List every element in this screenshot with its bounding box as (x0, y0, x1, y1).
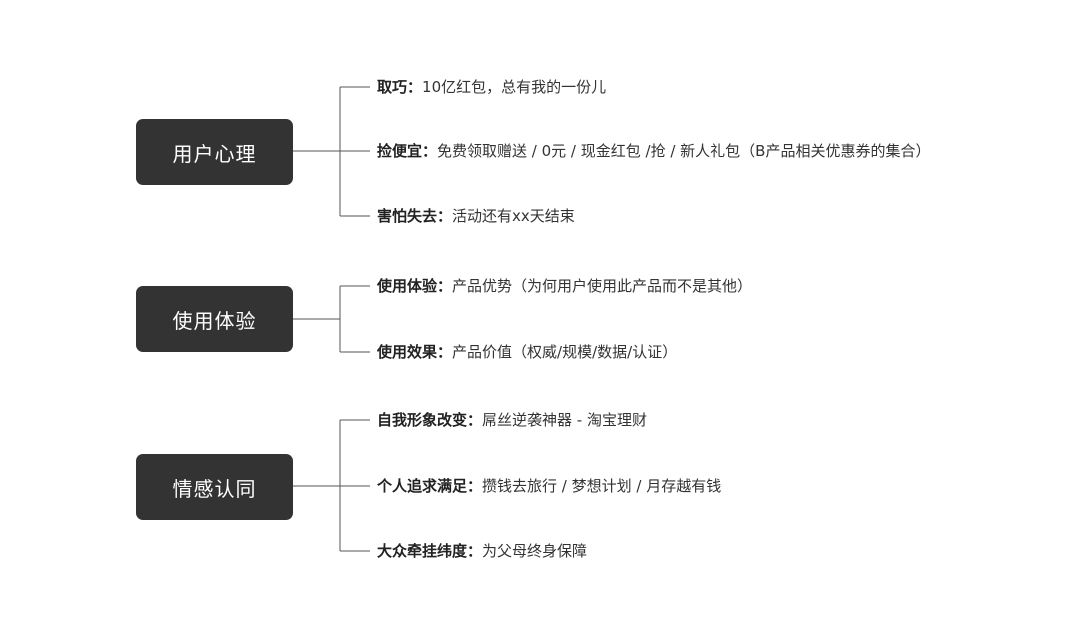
item-colon: ： (437, 277, 453, 295)
item-text: 攒钱去旅行 / 梦想计划 / 月存越有钱 (482, 477, 722, 495)
branch-item: 使用效果：产品价值（权威/规模/数据/认证） (377, 342, 677, 362)
item-label: 使用效果 (377, 343, 438, 361)
item-colon: ： (467, 542, 483, 560)
category-title: 情感认同 (172, 476, 257, 501)
item-text: 10亿红包，总有我的一份儿 (422, 78, 607, 96)
branch-item: 取巧：10亿红包，总有我的一份儿 (377, 77, 606, 97)
item-text: 免费领取赠送 / 0元 / 现金红包 /抢 / 新人礼包（B产品相关优惠券的集合… (437, 142, 931, 160)
item-colon: ： (437, 207, 453, 225)
item-label: 大众牵挂纬度 (377, 542, 468, 560)
branch-item: 个人追求满足：攒钱去旅行 / 梦想计划 / 月存越有钱 (377, 476, 721, 496)
item-label: 取巧 (377, 78, 408, 96)
branch-item: 捡便宜：免费领取赠送 / 0元 / 现金红包 /抢 / 新人礼包（B产品相关优惠… (377, 141, 930, 161)
item-label: 害怕失去 (377, 207, 438, 225)
item-label: 捡便宜 (377, 142, 423, 160)
category-title: 使用体验 (172, 308, 257, 333)
item-text: 为父母终身保障 (482, 542, 588, 560)
item-text: 活动还有xx天结束 (452, 207, 575, 225)
item-colon: ： (467, 411, 483, 429)
item-text: 产品优势（为何用户使用此产品而不是其他） (452, 277, 753, 295)
item-label: 个人追求满足 (377, 477, 468, 495)
branch-item: 自我形象改变：屌丝逆袭神器 - 淘宝理财 (377, 410, 647, 430)
branch-item: 大众牵挂纬度：为父母终身保障 (377, 541, 587, 561)
item-colon: ： (422, 142, 438, 160)
item-label: 自我形象改变 (377, 411, 468, 429)
item-colon: ： (437, 343, 453, 361)
item-colon: ： (407, 78, 423, 96)
category-box-usage-experience: 使用体验 (136, 286, 293, 352)
item-label: 使用体验 (377, 277, 438, 295)
category-box-emotional-identity: 情感认同 (136, 454, 293, 520)
branch-item: 害怕失去：活动还有xx天结束 (377, 206, 575, 226)
item-text: 产品价值（权威/规模/数据/认证） (452, 343, 678, 361)
category-title: 用户心理 (172, 141, 257, 166)
item-colon: ： (467, 477, 483, 495)
category-box-user-psychology: 用户心理 (136, 119, 293, 185)
item-text: 屌丝逆袭神器 - 淘宝理财 (482, 411, 647, 429)
branch-item: 使用体验：产品优势（为何用户使用此产品而不是其他） (377, 276, 752, 296)
